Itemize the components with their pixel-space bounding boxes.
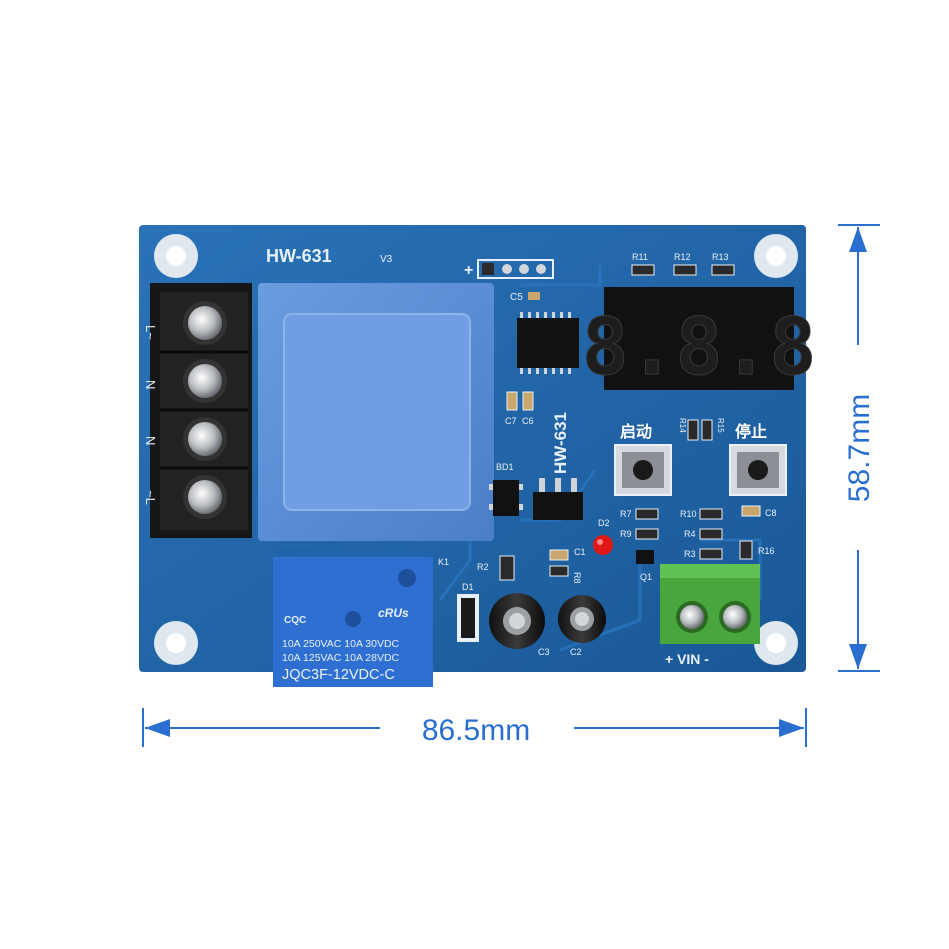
vin-terminal-block [660,564,760,644]
terminal-screw[interactable] [183,301,227,345]
component-label: R11 [632,252,648,262]
stop-button-label: 停止 [735,422,767,441]
component-label: R8 [572,572,582,584]
ic-chip: C5 [510,292,579,374]
board-version-label: V3 [380,254,393,265]
height-label: 58.7mm [843,394,876,502]
seven-segment-display: 8.8.8 [581,287,817,394]
terminal-screw[interactable] [183,417,227,461]
width-dimension: 86.5mm [142,708,807,747]
component-label: R4 [684,529,696,539]
terminal-label: N [143,380,158,389]
voltage-regulator [533,478,583,520]
stop-button[interactable] [729,444,787,496]
component-label: Q1 [640,572,652,582]
component-label: R14 [678,418,687,433]
component-label: C2 [570,647,582,657]
transformer [258,283,494,541]
component-label: C7 [505,416,517,426]
vin-screw[interactable] [676,601,708,633]
terminal-screw[interactable] [183,359,227,403]
capacitor-c3: C3 [489,593,550,657]
relay-rating-line2: 10A 125VAC 10A 28VDC [282,652,400,664]
header-plus-label: + [464,262,473,279]
display-digits: 8.8.8 [582,303,817,393]
terminal-label: N [143,436,158,445]
transistor-q1: Q1 [636,550,654,582]
component-label: BD1 [496,462,514,472]
mounting-holes [154,234,798,665]
relay-ul-mark: cRUs [378,606,409,620]
arrow-up-icon [849,227,867,252]
width-label: 86.5mm [422,714,530,747]
component-label: R16 [758,546,775,556]
small-components: C1 R8 R2 [477,547,586,584]
terminal-labels: L~ N N ~L [143,325,158,505]
screw-terminal-block [150,283,252,538]
vin-screw[interactable] [719,601,751,633]
terminal-label: L~ [143,325,158,340]
start-button-label: 启动 [620,422,652,441]
capacitor-c2: C2 [558,595,606,657]
component-label: R13 [712,252,729,262]
component-label: R2 [477,562,489,572]
bridge-rectifier: BD1 [489,462,523,516]
arrow-right-icon [779,719,804,737]
component-label: R3 [684,549,696,559]
component-label: K1 [438,557,449,567]
terminal-label: ~L [143,490,158,505]
start-button[interactable] [614,444,672,496]
height-dimension: 58.7mm [838,224,880,672]
resistors-middle: R7 R9 R10 R4 R3 C8 R16 [620,505,777,560]
relay-rating-line1: 10A 250VAC 10A 30VDC [282,638,400,650]
pin-header: + [464,259,554,279]
arrow-down-icon [849,644,867,669]
terminal-screw[interactable] [183,475,227,519]
relay-model: JQC3F-12VDC-C [282,667,395,683]
capacitors-c7-c6: C7 C6 [505,391,534,426]
relay-cert-mark: CQC [284,615,306,626]
board-model-vertical: HW-631 [551,412,570,474]
diode-d1: D1 [457,582,479,642]
led-indicator: D2 [593,518,613,555]
component-label: C5 [510,292,523,303]
component-label: C8 [765,508,777,518]
component-label: D2 [598,518,610,528]
component-label: D1 [462,582,474,592]
component-label: R12 [674,252,691,262]
resistors-r14-r15: R14 R15 [678,418,725,441]
component-label: C6 [522,416,534,426]
component-label: R9 [620,529,632,539]
component-label: C1 [574,547,586,557]
relay: CQC cRUs 10A 250VAC 10A 30VDC 10A 125VAC… [273,548,449,687]
arrow-left-icon [145,719,170,737]
vin-label: + VIN - [665,651,709,667]
resistors-top: R11 R12 R13 [631,252,735,276]
board-model-label: HW-631 [266,246,332,266]
component-label: R15 [716,418,725,433]
component-label: R7 [620,509,632,519]
component-label: R10 [680,509,697,519]
component-label: C3 [538,647,550,657]
